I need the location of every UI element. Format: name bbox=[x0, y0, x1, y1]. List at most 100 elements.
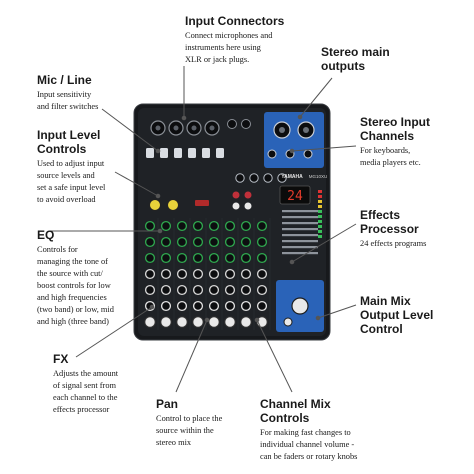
eq-knob bbox=[160, 268, 172, 280]
desc-line: of signal sent from bbox=[53, 381, 117, 390]
pan-knob bbox=[224, 300, 236, 312]
eq-knob bbox=[224, 220, 236, 232]
pan-title: Pan bbox=[156, 397, 179, 411]
desc-line: source within the bbox=[156, 426, 214, 435]
leader-fx bbox=[75, 306, 153, 358]
gain-knob bbox=[167, 199, 179, 211]
desc-line: set a safe input level bbox=[37, 183, 106, 192]
channel-mix-title: Channel Mix Controls bbox=[260, 397, 357, 425]
fx-knob bbox=[192, 284, 204, 296]
desc-line: and high frequencies bbox=[37, 293, 107, 302]
mic-line-switch bbox=[174, 148, 182, 158]
label-stereo-input-channels: Stereo Input Channels For keyboards, med… bbox=[360, 115, 430, 169]
xlr-input-pin bbox=[173, 125, 179, 131]
leader-main-mix-output bbox=[317, 304, 357, 319]
eq-knob bbox=[160, 220, 172, 232]
label-fx: FX Adjusts the amount of signal sent fro… bbox=[53, 352, 118, 416]
eq-knob bbox=[144, 252, 156, 264]
effects-display bbox=[279, 185, 311, 205]
label-input-connectors: Input Connectors Connect microphones and… bbox=[185, 14, 284, 66]
mic-line-title: Mic / Line bbox=[37, 73, 92, 87]
fx-knob bbox=[176, 284, 188, 296]
channel-level-knob bbox=[160, 316, 172, 328]
desc-line: individual channel volume - bbox=[260, 440, 355, 449]
desc-line: boost controls for low bbox=[37, 281, 111, 290]
stereo-input-channels-title: Stereo Input Channels bbox=[360, 115, 430, 143]
desc-line: XLR or jack plugs. bbox=[185, 55, 250, 64]
eq-knob bbox=[176, 220, 188, 232]
effects-program-line bbox=[282, 240, 318, 243]
effects-processor-title: Effects Processor bbox=[360, 208, 426, 236]
eq-knob bbox=[208, 252, 220, 264]
leader-mic-line bbox=[101, 108, 159, 152]
channel-level-knob bbox=[192, 316, 204, 328]
eq-knob bbox=[208, 220, 220, 232]
eq-knob bbox=[256, 220, 268, 232]
channel-level-knob bbox=[240, 316, 252, 328]
stereo-input-jack bbox=[249, 173, 259, 183]
jack-input bbox=[227, 119, 237, 129]
input-level-controls-title: Input Level Controls bbox=[37, 128, 105, 156]
eq-knob bbox=[144, 236, 156, 248]
leader-dot-stereo-input-channels bbox=[289, 148, 295, 154]
label-stereo-main-outputs: Stereo main outputs bbox=[321, 45, 390, 73]
model-name: MG10XU bbox=[309, 174, 328, 179]
level-meter-segment bbox=[318, 210, 322, 213]
leader-dot-effects-processor bbox=[289, 259, 295, 265]
channel-level-knob bbox=[144, 316, 156, 328]
eq-knob bbox=[192, 252, 204, 264]
title-line: Input Level bbox=[37, 128, 101, 142]
effects-program-line bbox=[282, 252, 318, 255]
desc-line: For keyboards, bbox=[360, 146, 411, 155]
fx-desc: Adjusts the amount of signal sent from e… bbox=[53, 368, 118, 416]
xlr-input-pin bbox=[209, 125, 215, 131]
rca-red bbox=[244, 191, 252, 199]
rca-white bbox=[232, 202, 240, 210]
channel-level-knob bbox=[176, 316, 188, 328]
mic-line-desc: Input sensitivity and filter switches bbox=[37, 89, 98, 113]
effects-display-value: 24 bbox=[287, 189, 303, 204]
jack-input bbox=[241, 119, 251, 129]
leader-effects-processor bbox=[291, 223, 357, 263]
leader-dot-fx bbox=[149, 304, 155, 310]
leader-dot-input-level-controls bbox=[155, 193, 161, 199]
xlr-output-pin bbox=[303, 127, 309, 133]
leader-stereo-input-channels bbox=[291, 145, 357, 152]
eq-title: EQ bbox=[37, 228, 55, 242]
pan-knob bbox=[192, 300, 204, 312]
channel-level-knob bbox=[224, 316, 236, 328]
desc-line: Used to adjust input bbox=[37, 159, 105, 168]
label-mic-line: Mic / Line Input sensitivity and filter … bbox=[37, 73, 98, 113]
desc-line: source levels and bbox=[37, 171, 95, 180]
monitor-knob bbox=[283, 317, 293, 327]
main-mix-knob bbox=[291, 297, 309, 315]
rca-red bbox=[232, 191, 240, 199]
fx-knob bbox=[256, 284, 268, 296]
desc-line: (two band) or low, mid bbox=[37, 305, 114, 314]
eq-knob bbox=[256, 252, 268, 264]
pan-knob bbox=[176, 300, 188, 312]
desc-line: can be faders or rotary knobs bbox=[260, 452, 358, 461]
effects-program-line bbox=[282, 222, 318, 225]
input-connectors-desc: Connect microphones and instruments here… bbox=[185, 30, 284, 66]
leader-dot-eq bbox=[157, 228, 163, 234]
eq-knob bbox=[240, 252, 252, 264]
stereo-input-jack bbox=[235, 173, 245, 183]
title-line: Control bbox=[360, 322, 403, 336]
pan-knob bbox=[256, 300, 268, 312]
peak-indicator bbox=[195, 200, 209, 206]
desc-line: Controls for bbox=[37, 245, 78, 254]
leader-pan bbox=[175, 319, 208, 393]
channel-level-knob bbox=[208, 316, 220, 328]
pan-knob bbox=[208, 300, 220, 312]
label-eq: EQ Controls for managing the tone of the… bbox=[37, 228, 114, 328]
input-connectors-title: Input Connectors bbox=[185, 14, 285, 28]
level-meter-segment bbox=[318, 190, 322, 193]
eq-knob bbox=[224, 236, 236, 248]
eq-knob bbox=[208, 236, 220, 248]
leader-dot-stereo-main-outputs bbox=[297, 114, 303, 120]
label-main-mix-output: Main Mix Output Level Control bbox=[360, 294, 433, 336]
level-meter-segment bbox=[318, 235, 322, 238]
title-line: Main Mix bbox=[360, 294, 411, 308]
